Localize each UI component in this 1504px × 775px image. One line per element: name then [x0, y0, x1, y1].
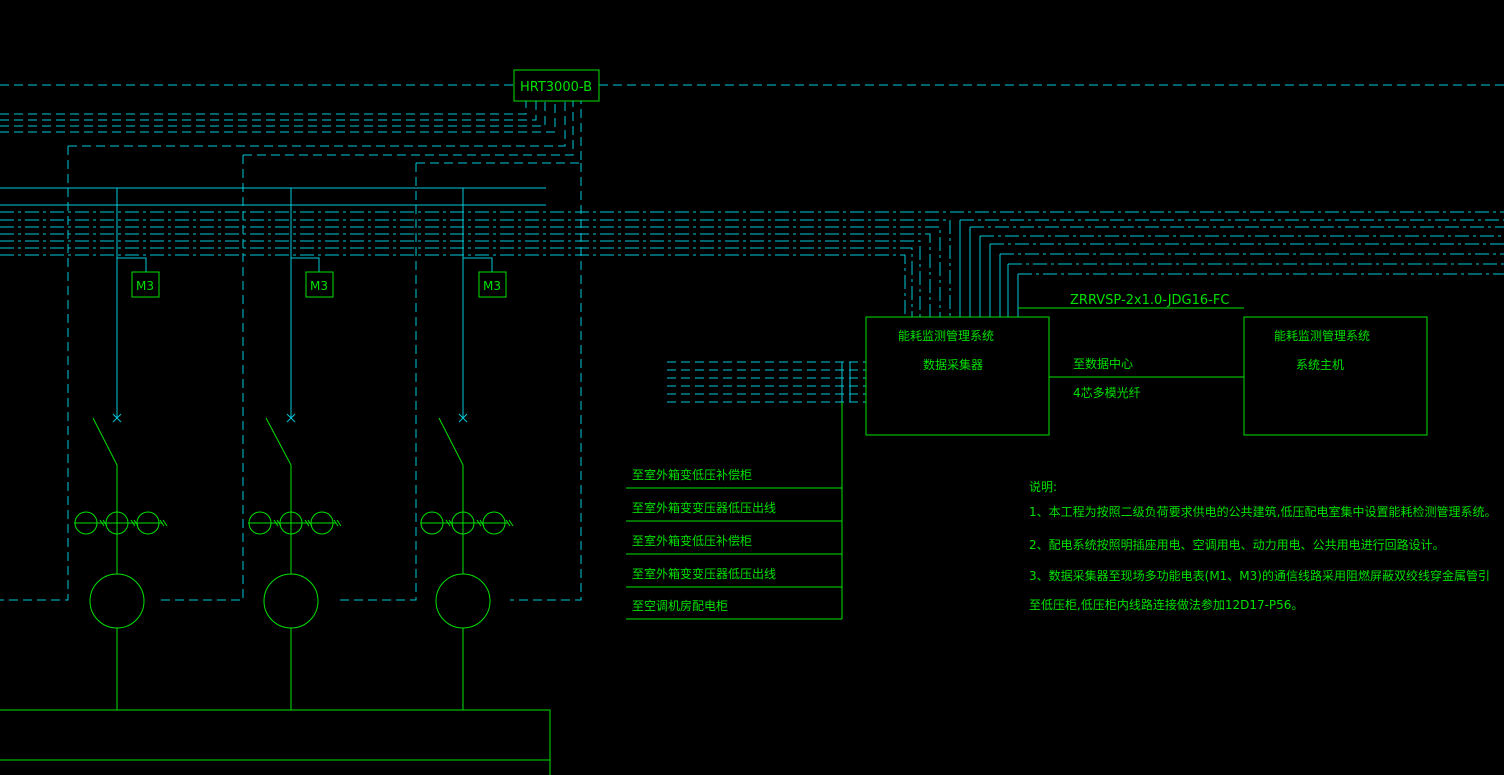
meter-label: M3 [483, 279, 501, 293]
feeder-table: 至室外箱变低压补偿柜 至室外箱变变压器低压出线 至室外箱变低压补偿柜 至室外箱变… [626, 402, 843, 620]
feeder-label: 至室外箱变变压器低压出线 [632, 566, 776, 581]
hrt3000-device: HRT3000-B [513, 69, 600, 102]
collector-inputs [667, 361, 866, 403]
cable-annotation: ZRRVSP-2x1.0-JDG16-FC [1018, 293, 1244, 309]
feeder-label: 至室外箱变变压器低压出线 [632, 500, 776, 515]
collector-title: 能耗监测管理系统 [898, 328, 994, 343]
feeder-label: 至室外箱变低压补偿柜 [632, 533, 752, 548]
feeder-label: 至空调机房配电柜 [632, 598, 728, 613]
note-line: 2、配电系统按照明插座用电、空调用电、动力用电、公共用电进行回路设计。 [1029, 537, 1445, 552]
bottom-busbar [0, 709, 551, 775]
feeder-circuit-3 [420, 188, 514, 710]
data-collector: 能耗监测管理系统 数据采集器 [865, 316, 1050, 436]
meter-label: M3 [310, 279, 328, 293]
collector-subtitle: 数据采集器 [923, 357, 983, 372]
note-line: 3、数据采集器至现场多功能电表(M1、M3)的通信线路采用阻燃屏蔽双绞线穿金属管… [1029, 568, 1490, 583]
fiber-link: 至数据中心 4芯多模光纤 [1049, 356, 1244, 400]
system-host: 能耗监测管理系统 系统主机 [1243, 316, 1428, 436]
feeder-label: 至室外箱变低压补偿柜 [632, 467, 752, 482]
meter-1: M3 [117, 257, 160, 298]
meter-3: M3 [463, 257, 507, 298]
note-line: 1、本工程为按照二级负荷要求供电的公共建筑,低压配电室集中设置能耗检测管理系统。 [1029, 504, 1496, 519]
notes-heading: 说明: [1029, 479, 1057, 494]
link-bottom-label: 4芯多模光纤 [1073, 386, 1141, 400]
meter-2: M3 [291, 257, 334, 298]
main-comm-buses [0, 211, 1504, 317]
feeder-circuit-2 [248, 188, 342, 710]
note-line: 至低压柜,低压柜内线路连接做法参加12D17-P56。 [1029, 597, 1303, 612]
notes: 说明: 1、本工程为按照二级负荷要求供电的公共建筑,低压配电室集中设置能耗检测管… [1029, 479, 1496, 612]
host-subtitle: 系统主机 [1296, 358, 1344, 372]
host-title: 能耗监测管理系统 [1274, 328, 1370, 343]
cable-label: ZRRVSP-2x1.0-JDG16-FC [1070, 293, 1229, 308]
feeder-circuit-1 [74, 188, 168, 710]
meter-label: M3 [136, 279, 154, 293]
device-label: HRT3000-B [520, 80, 592, 95]
device-drop-lines [0, 101, 582, 164]
cabinet-outlines [0, 146, 582, 601]
left-solid-bus [0, 187, 546, 206]
link-top-label: 至数据中心 [1073, 356, 1133, 371]
